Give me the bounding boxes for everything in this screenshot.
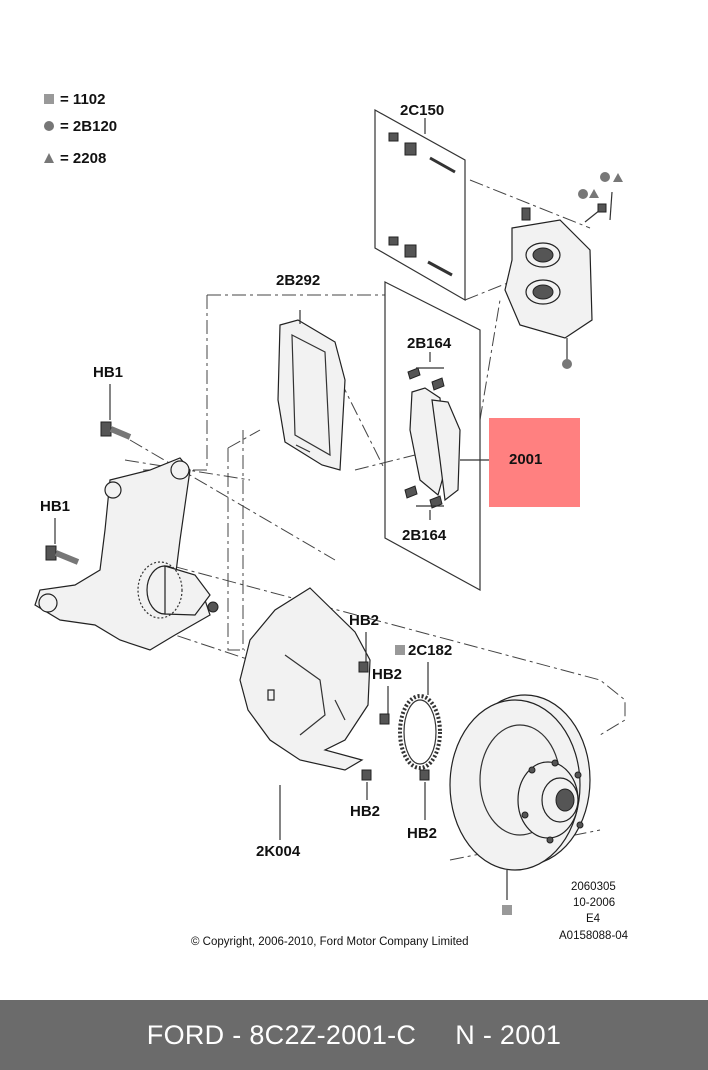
kit-2C150: 2C150 (374, 102, 466, 302)
dust-shield-2K004: 2K004 (239, 587, 371, 860)
callout-2B292: 2B292 (276, 272, 320, 289)
footer-part-number: FORD - 8C2Z-2001-C N - 2001 (146, 1019, 562, 1050)
legend-circle-label: = 2B120 (60, 118, 117, 135)
steering-knuckle (34, 457, 219, 651)
drawing-info-line: 2060305 (571, 881, 616, 893)
legend: = 1102 = 2B120 = 2208 (44, 91, 117, 167)
bolts-HB2: HB2 HB2 HB2 HB2 (349, 612, 437, 842)
callout-HB1-left: HB1 (40, 498, 70, 515)
caliper-bracket-2B292: 2B292 (276, 272, 346, 471)
square-icon (44, 94, 54, 104)
circle-icon (600, 172, 610, 182)
circle-icon (578, 189, 588, 199)
callout-2B164-bottom: 2B164 (402, 527, 447, 544)
callout-HB2-d: HB2 (407, 825, 437, 842)
square-icon (395, 645, 405, 655)
drawing-info-line: E4 (586, 913, 601, 925)
bolts-HB1: HB1 HB1 (40, 364, 132, 565)
callout-HB1-top: HB1 (93, 364, 123, 381)
callout-2C182: 2C182 (408, 642, 452, 659)
footer-bar: FORD - 8C2Z-2001-C N - 2001 (0, 1000, 708, 1070)
highlight-box (489, 418, 580, 507)
callout-2B164-top: 2B164 (407, 335, 452, 352)
triangle-icon (44, 153, 54, 163)
callout-2K004: 2K004 (256, 843, 301, 860)
legend-triangle-label: = 2208 (60, 150, 106, 167)
abs-ring-2C182: 2C182 (395, 642, 452, 770)
callout-2C150: 2C150 (400, 102, 444, 119)
drawing-info: 2060305 10-2006 E4 A0158088-04 (559, 881, 629, 942)
caliper (504, 172, 623, 369)
brake-pad-kit: 2B164 2B164 (384, 281, 490, 592)
square-icon (502, 905, 512, 915)
legend-square-label: = 1102 (60, 91, 105, 108)
callout-2001: 2001 (509, 451, 542, 468)
part-2001-highlight[interactable]: 2001 (489, 418, 580, 507)
triangle-icon (613, 173, 623, 182)
brake-assembly-diagram: = 1102 = 2B120 = 2208 2C150 (34, 91, 629, 948)
copyright-text: © Copyright, 2006-2010, Ford Motor Compa… (191, 936, 469, 948)
drawing-info-line: A0158088-04 (559, 930, 629, 942)
drawing-info-line: 10-2006 (573, 897, 615, 909)
circle-icon (562, 359, 572, 369)
callout-HB2-c: HB2 (350, 803, 380, 820)
callout-HB2-b: HB2 (372, 666, 402, 683)
brake-rotor (449, 694, 591, 915)
callout-HB2-a: HB2 (349, 612, 379, 629)
triangle-icon (589, 189, 599, 198)
circle-icon (44, 121, 54, 131)
